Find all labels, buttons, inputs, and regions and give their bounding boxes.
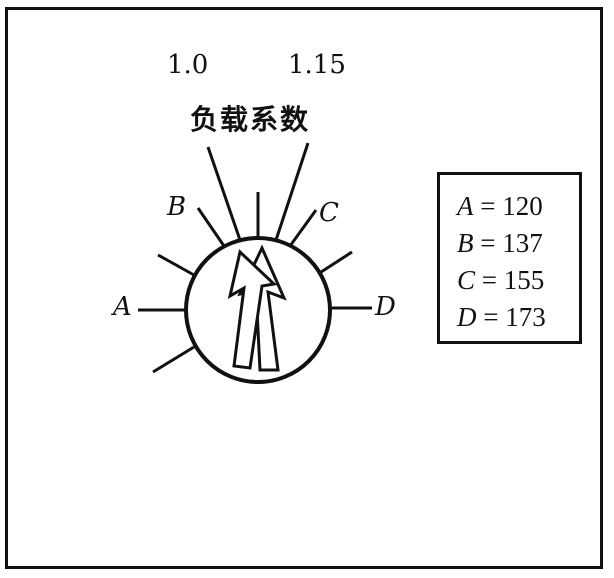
dial-label-c: C [319,198,339,228]
legend-value: = 155 [481,265,545,295]
dial-label-a: A [113,292,132,322]
tick-upper-right [317,250,353,276]
pointer-needle-front [227,249,278,370]
legend-row-a: A = 120 [457,191,543,222]
legend-row-b: B = 137 [457,228,543,259]
legend-box: A = 120 B = 137 C = 155 D = 173 [437,172,582,344]
legend-value: = 120 [480,191,543,221]
legend-letter: D [457,302,477,332]
legend-letter: A [457,191,474,221]
tick-long-1-0 [206,146,242,241]
legend-value: = 137 [480,228,543,258]
scale-caption: 负载系数 [190,103,311,136]
legend-value: = 173 [483,302,546,332]
tick-upper-left [157,253,195,277]
tick-long-1-15 [274,142,310,241]
legend-letter: B [457,228,474,258]
dial-label-d: D [375,292,396,322]
scale-tick-high-label: 1.15 [288,50,346,80]
tick-lower-left [152,345,195,374]
outer-frame [5,7,603,569]
tick-b [196,207,226,247]
scale-tick-low-label: 1.0 [167,50,209,80]
legend-row-d: D = 173 [457,302,546,333]
dial-label-b: B [167,192,187,222]
legend-letter: C [457,265,476,295]
legend-row-c: C = 155 [457,265,544,296]
tick-c [288,209,318,247]
